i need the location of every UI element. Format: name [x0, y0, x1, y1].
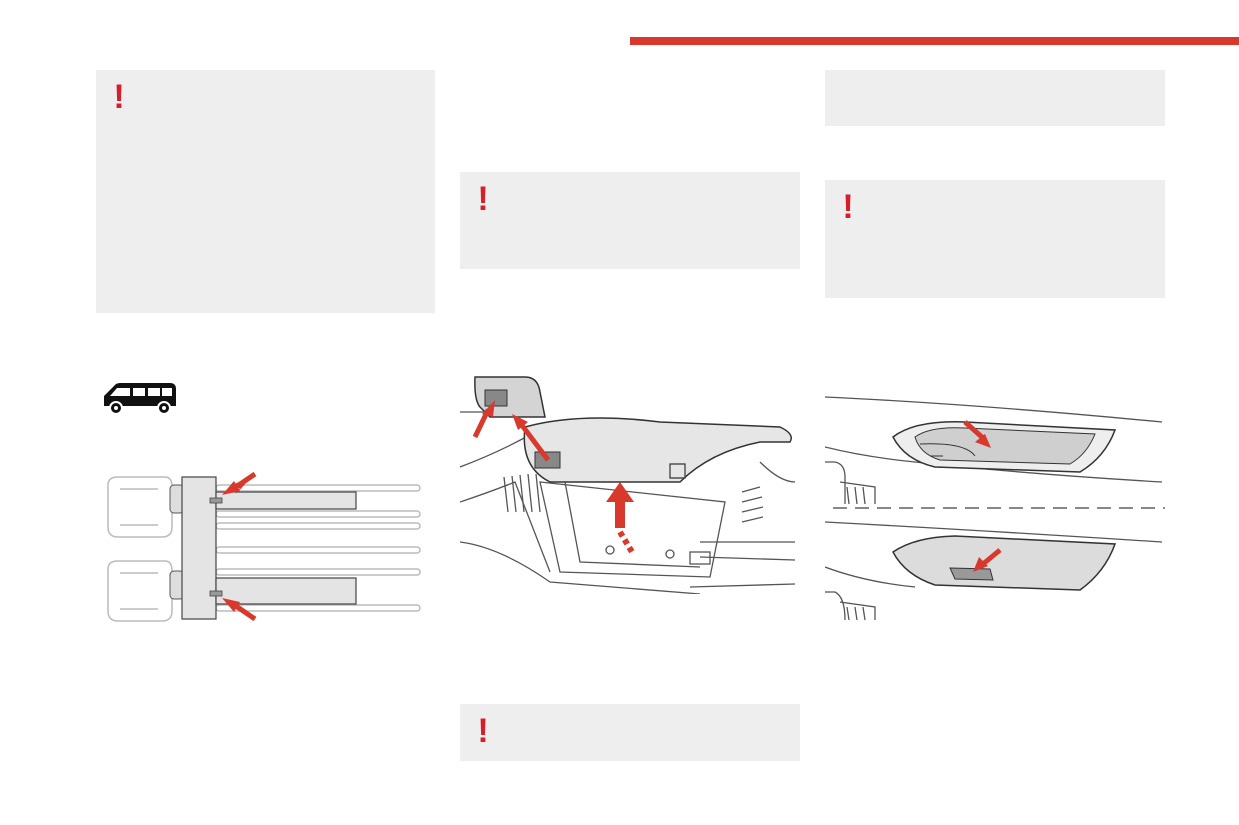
- exclamation-icon: !: [113, 78, 125, 116]
- warning-panel-3: [460, 704, 800, 761]
- van-side-icon: [104, 383, 176, 415]
- exclamation-icon: !: [477, 180, 489, 218]
- warning-panel-4: [825, 180, 1165, 298]
- exclamation-icon: !: [842, 188, 854, 226]
- exclamation-icon: !: [477, 712, 489, 750]
- warning-panel-1: [96, 70, 435, 313]
- rear-seat-rail-illustration: [107, 471, 421, 622]
- dashboard-storage-illustration: [825, 396, 1165, 621]
- warning-panel-2: [460, 172, 800, 269]
- info-panel: [825, 70, 1165, 126]
- header-accent-bar: [630, 37, 1239, 45]
- glovebox-removal-illustration: [460, 376, 796, 594]
